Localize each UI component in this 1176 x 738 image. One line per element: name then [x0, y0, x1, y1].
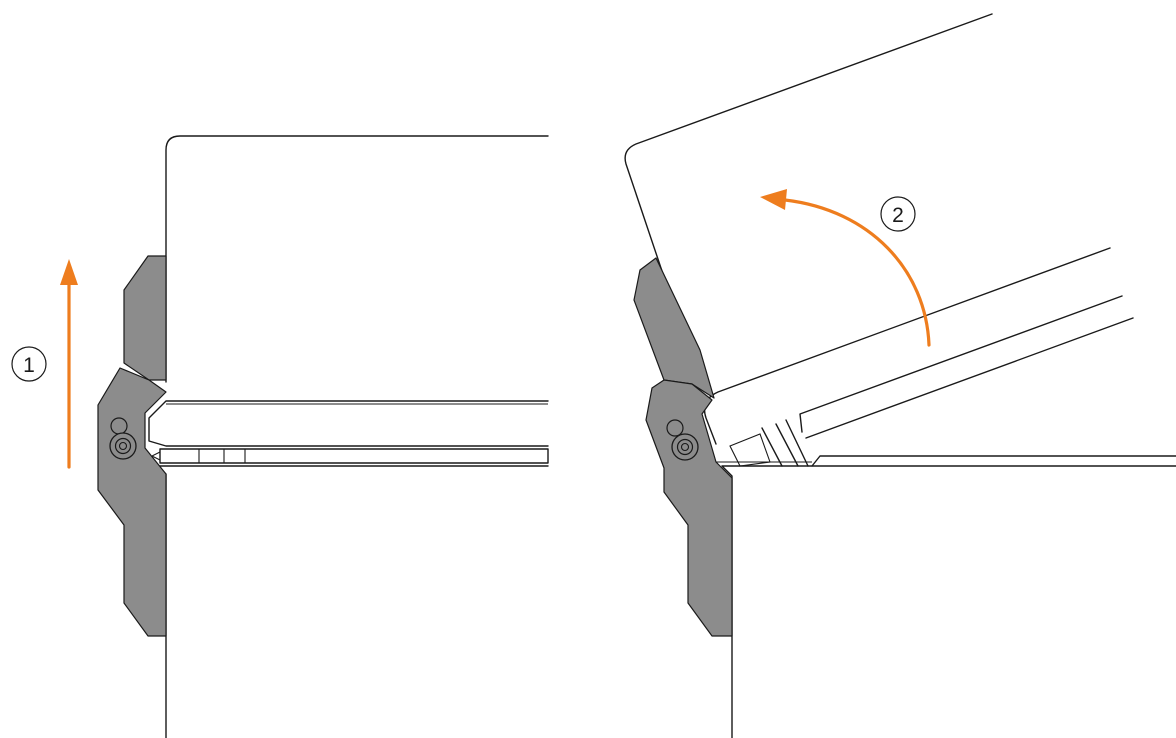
- support-strut-inner: [785, 419, 809, 467]
- hinge-leaf-lower-left: [97, 367, 167, 637]
- pivot-screw-center: [118, 441, 128, 451]
- lid-rail-lower-tilted: [799, 295, 1123, 433]
- lid-upper-left: [165, 135, 549, 383]
- pivot-boss-right: [666, 419, 684, 437]
- hinge-leaf-lower-right: [645, 379, 733, 637]
- base-top-rim: [811, 455, 1176, 467]
- panel-closed-lift: 1: [11, 135, 549, 738]
- lid-top-tilted: [624, 13, 993, 385]
- step-1-marker: [11, 346, 47, 382]
- straight-up-arrow-head: [60, 259, 78, 285]
- panel-rotate-open: 2: [624, 13, 1176, 738]
- base-right: [721, 465, 1176, 738]
- hinge-leaf-upper-left: [123, 255, 167, 381]
- pivot-boss-left: [110, 417, 128, 435]
- curved-arrow-head: [760, 189, 787, 210]
- step-2-marker: [880, 196, 916, 232]
- curved-arrow-icon: [783, 198, 931, 347]
- support-strut-outer: [761, 423, 799, 467]
- base-left: [155, 465, 549, 738]
- pivot-screw-right-center: [680, 442, 690, 452]
- step-1-number: 1: [23, 354, 35, 377]
- step-2-number: 2: [892, 204, 904, 227]
- hinge-leaf-upper-right: [633, 257, 715, 399]
- latch-strip: [159, 448, 549, 464]
- strut-base-piece: [729, 433, 771, 467]
- lid-rail-tilted: [703, 247, 1111, 445]
- lid-rail-bottom-tilted: [805, 317, 1134, 439]
- lid-bottom-rail: [148, 400, 549, 447]
